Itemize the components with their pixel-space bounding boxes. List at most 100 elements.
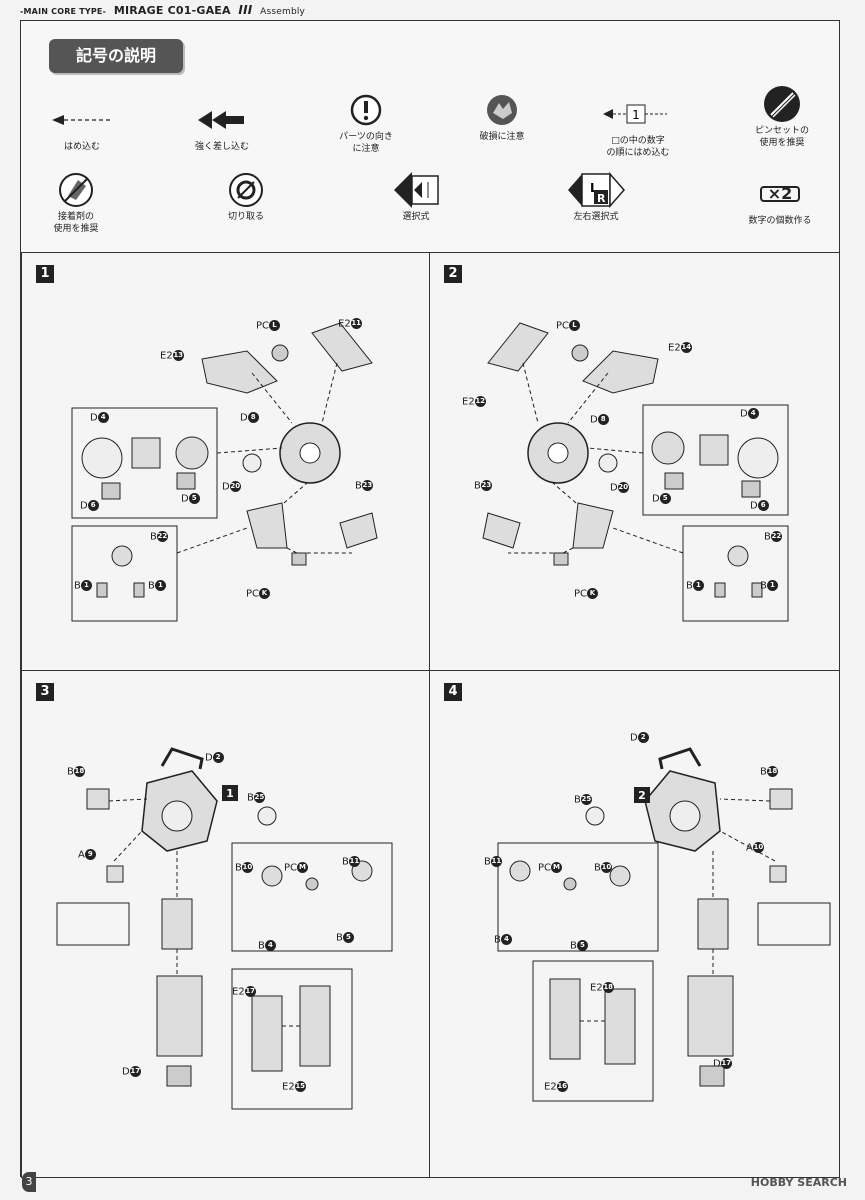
legend-label: 切り取る: [227, 212, 264, 222]
legend-label: □の中の数字 の順にはめ込む: [606, 136, 670, 158]
order-arrow-icon: 1: [583, 97, 693, 131]
part-label: B18: [760, 766, 778, 778]
part-label: E218: [590, 982, 614, 994]
header-title: MIRAGE C01-GAEA: [113, 4, 231, 17]
header-roman: III: [238, 3, 253, 17]
caution-icon: [311, 93, 421, 127]
step-number: 4: [444, 683, 462, 701]
legend-item-fit: はめ込む: [27, 103, 137, 153]
double-arrow-icon: [167, 103, 277, 137]
part-label: B10: [235, 862, 253, 874]
part-label: B25: [247, 792, 265, 804]
arrow-dashed-icon: [27, 103, 137, 137]
part-label: E216: [544, 1081, 568, 1093]
legend-item-multiply: ×2 数字の個数作る: [725, 177, 835, 227]
legend-item-choice: 選択式: [361, 172, 471, 223]
part-label: B22: [150, 531, 168, 543]
step-number: 2: [444, 265, 462, 283]
legend-label: パーツの向き に注意: [339, 132, 393, 154]
step-panel-2: 2: [429, 252, 840, 672]
part-label: B25: [574, 794, 592, 806]
legend-label: 強く差し込む: [194, 142, 249, 152]
symbol-legend: 記号の説明 はめ込む 強く差し込む パーツの向き に注意 破損に注意 1 □の中…: [20, 20, 840, 254]
legend-label: 数字の個数作る: [748, 216, 812, 226]
legend-item-cut: 切り取る: [191, 173, 301, 223]
tweezers-icon: [727, 86, 837, 122]
step-panel-4: 4 2: [429, 670, 840, 1178]
legend-label: 左右選択式: [573, 212, 619, 222]
part-label: E212: [462, 396, 486, 408]
choice-icon: [361, 172, 471, 208]
legend-item-glue: 接着剤の 使用を推奨: [21, 173, 131, 235]
multiply-badge: ×2: [759, 186, 801, 202]
step-panel-3: 3 1: [21, 670, 431, 1178]
part-label: E211: [338, 318, 362, 330]
part-label: B18: [67, 766, 85, 778]
legend-label: ピンセットの 使用を推奨: [754, 126, 809, 148]
order-number: 1: [632, 108, 640, 122]
part-label: A10: [746, 842, 764, 854]
legend-item-orientation: パーツの向き に注意: [311, 93, 421, 155]
header-suffix: Assembly: [260, 7, 306, 17]
page-header: -MAIN CORE TYPE- MIRAGE C01-GAEA III Ass…: [20, 3, 305, 17]
lr-l: L: [590, 181, 598, 195]
step-number: 3: [36, 683, 54, 701]
lr-r: R: [597, 192, 606, 205]
part-label: D17: [713, 1058, 732, 1070]
watermark: HOBBY SEARCH: [750, 1176, 847, 1189]
part-label: E217: [232, 986, 256, 998]
part-label: E214: [668, 342, 692, 354]
part-label: D17: [122, 1066, 141, 1078]
header-prefix: -MAIN CORE TYPE-: [20, 7, 107, 16]
part-label: B22: [764, 531, 782, 543]
step-1-diagram: [71, 322, 378, 622]
part-label: E215: [282, 1081, 306, 1093]
legend-label: 接着剤の 使用を推奨: [53, 212, 99, 234]
legend-label: 選択式: [402, 212, 430, 222]
part-label: D20: [222, 481, 241, 493]
ref-step-number: 2: [638, 789, 646, 802]
part-label: D20: [610, 482, 629, 494]
step-panel-1: 1: [21, 252, 431, 672]
part-label: B23: [355, 480, 373, 492]
cut-icon: [191, 173, 301, 207]
legend-item-insert: 強く差し込む: [167, 103, 277, 153]
legend-label: はめ込む: [63, 142, 100, 152]
legend-item-tweezers: ピンセットの 使用を推奨: [727, 86, 837, 149]
page-number: 3: [22, 1172, 36, 1192]
step-grid: 1: [20, 252, 840, 1178]
part-label: B11: [342, 856, 360, 868]
part-label: B11: [484, 856, 502, 868]
step-number: 1: [36, 265, 54, 283]
legend-label: 破損に注意: [479, 132, 525, 142]
break-icon: [447, 93, 557, 127]
step-2-diagram: [482, 322, 789, 622]
part-label: E213: [160, 350, 184, 362]
step-4-diagram: 2: [497, 747, 831, 1102]
step-3-diagram: 1: [56, 747, 393, 1110]
